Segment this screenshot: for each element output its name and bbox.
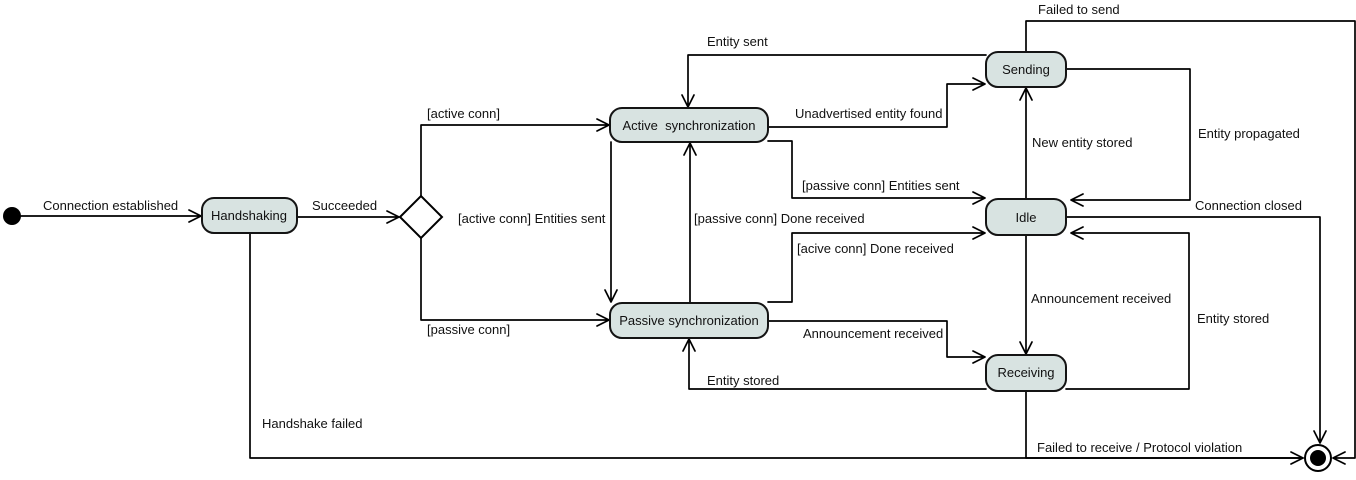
- label-entity-stored-passive: Entity stored: [707, 373, 779, 388]
- state-sending-shape: [985, 51, 1067, 88]
- state-active-synchronization[interactable]: Active synchronization: [609, 107, 769, 143]
- transition-active-conn: [420, 118, 610, 198]
- label-entity-propagated: Entity propagated: [1198, 126, 1300, 141]
- transition-passive-conn-entities-sent: [767, 140, 986, 205]
- transition-new-entity-stored: [1019, 87, 1033, 200]
- label-entity-stored-idle: Entity stored: [1197, 311, 1269, 326]
- state-handshaking-label: Handshaking: [211, 208, 287, 223]
- label-failed-to-send: Failed to send: [1038, 2, 1120, 17]
- choice-diamond[interactable]: [398, 194, 444, 240]
- state-handshaking-shape: [201, 197, 298, 234]
- state-active-synchronization-shape: [609, 107, 769, 143]
- final-state[interactable]: [1304, 444, 1332, 472]
- label-announcement-received-passive: Announcement received: [803, 326, 943, 341]
- label-passive-conn-entities-sent: [passive conn] Entities sent: [802, 178, 960, 193]
- state-receiving[interactable]: Receiving: [985, 354, 1067, 392]
- label-active-conn: [active conn]: [427, 106, 500, 121]
- label-active-conn-entities-sent: [active conn] Entities sent: [458, 211, 606, 226]
- state-passive-synchronization[interactable]: Passive synchronization: [609, 302, 769, 339]
- transition-handshake-failed: [249, 232, 1304, 465]
- label-passive-conn: [passive conn]: [427, 322, 510, 337]
- state-sending[interactable]: Sending: [985, 51, 1067, 88]
- transition-entity-propagated: [1065, 68, 1191, 207]
- transition-failed-to-receive: [1025, 390, 1304, 459]
- initial-state[interactable]: [3, 207, 21, 225]
- transition-entity-stored-idle: [1065, 226, 1190, 390]
- transition-entity-sent: [681, 54, 987, 108]
- state-passive-synchronization-label: Passive synchronization: [619, 313, 758, 328]
- state-receiving-shape: [985, 354, 1067, 392]
- label-handshake-failed: Handshake failed: [262, 416, 362, 431]
- label-entity-sent: Entity sent: [707, 34, 768, 49]
- transition-passive-conn: [420, 237, 610, 327]
- label-succeeded: Succeeded: [312, 198, 377, 213]
- transition-acive-conn-done-received: [767, 226, 986, 303]
- label-acive-conn-done-received: [acive conn] Done received: [797, 241, 954, 256]
- transition-unadvertised-entity-found: [767, 77, 986, 128]
- label-announcement-received-idle: Announcement received: [1031, 291, 1171, 306]
- state-passive-synchronization-shape: [609, 302, 769, 339]
- transition-active-conn-entities-sent: [604, 141, 618, 303]
- label-unadvertised-entity-found: Unadvertised entity found: [795, 106, 942, 121]
- label-new-entity-stored: New entity stored: [1032, 135, 1132, 150]
- state-receiving-label: Receiving: [997, 365, 1054, 380]
- state-sending-label: Sending: [1002, 62, 1050, 77]
- label-connection-closed: Connection closed: [1195, 198, 1302, 213]
- transition-failed-to-send: [1025, 20, 1356, 465]
- label-failed-to-receive: Failed to receive / Protocol violation: [1037, 440, 1242, 455]
- transition-announcement-received-passive: [767, 320, 986, 364]
- transition-connection-closed: [1065, 216, 1327, 444]
- label-passive-conn-done-received: [passive conn] Done received: [694, 211, 865, 226]
- state-handshaking[interactable]: Handshaking: [201, 197, 298, 234]
- state-active-synchronization-label: Active synchronization: [623, 118, 756, 133]
- state-idle-label: Idle: [1016, 210, 1037, 225]
- state-idle-shape: [985, 198, 1067, 236]
- final-state-inner-dot: [1310, 450, 1326, 466]
- label-connection-established: Connection established: [43, 198, 178, 213]
- state-idle[interactable]: Idle: [985, 198, 1067, 236]
